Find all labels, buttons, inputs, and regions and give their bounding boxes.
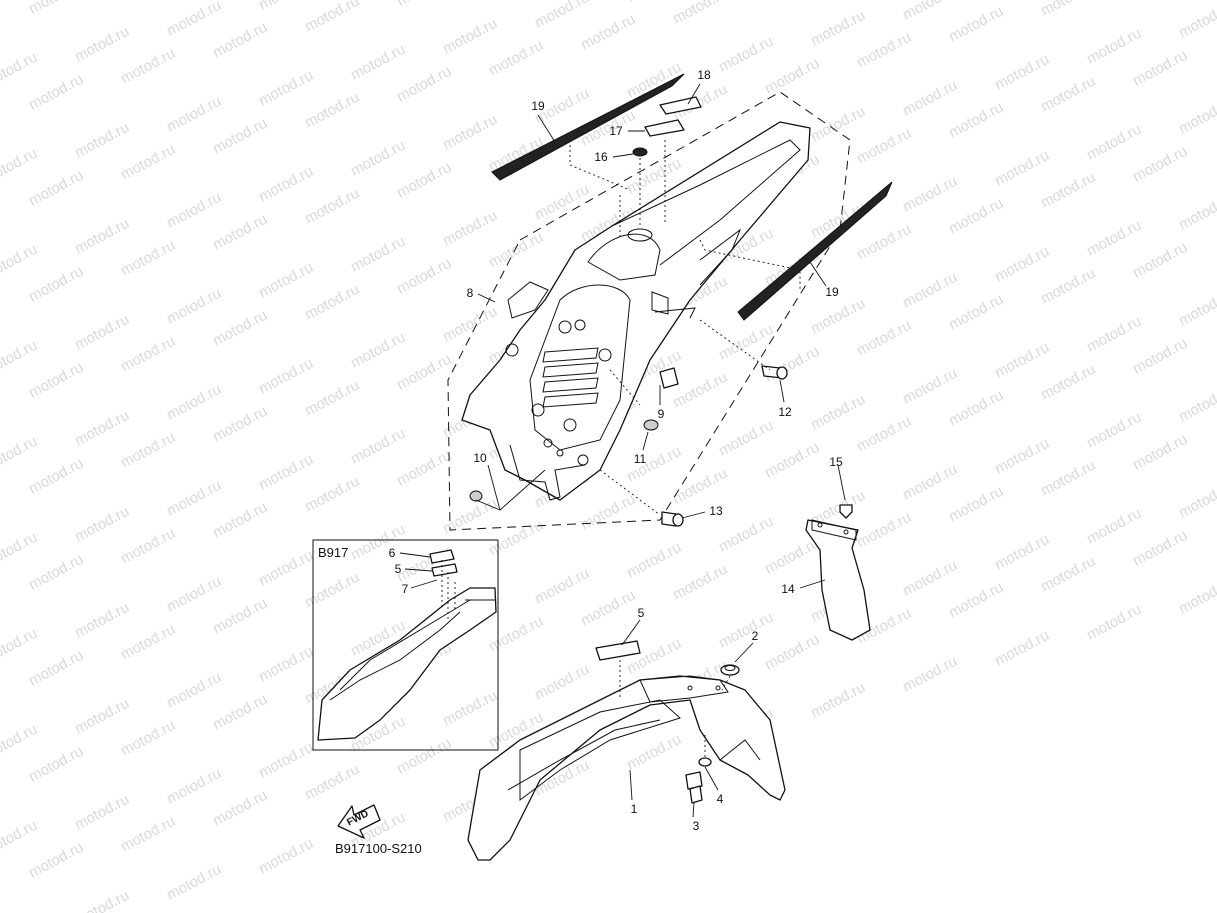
part-4-washer[interactable] — [698, 757, 712, 767]
part-2-grommet[interactable] — [720, 664, 740, 676]
part-19-decal-left[interactable] — [491, 73, 685, 181]
callout-5: 5 — [638, 606, 645, 620]
inset-front-fender — [317, 587, 497, 741]
rear-fender-group-outline — [447, 91, 851, 531]
part-9-clip[interactable] — [659, 367, 679, 389]
callout-1: 1 — [631, 802, 638, 816]
leader-lines — [399, 83, 846, 818]
fwd-arrow — [337, 804, 381, 839]
part-18-plate[interactable] — [659, 96, 702, 115]
rear-fender[interactable] — [461, 121, 811, 501]
callout-labels: 19 18 17 16 8 19 12 9 11 10 13 15 14 2 5… — [318, 68, 843, 856]
part-16-grommet[interactable] — [632, 147, 648, 157]
part-11-grommet[interactable] — [643, 419, 659, 431]
inset-label: B917 — [318, 545, 348, 560]
part-13-bolt[interactable] — [661, 511, 684, 527]
callout-3: 3 — [693, 819, 700, 833]
part-10-grommet[interactable] — [469, 490, 483, 502]
callout-15: 15 — [829, 455, 843, 469]
part-15-screw[interactable] — [839, 504, 853, 519]
callout-4: 4 — [717, 792, 724, 806]
callout-10: 10 — [473, 451, 487, 465]
callout-8: 8 — [467, 286, 474, 300]
callout-9: 9 — [658, 407, 665, 421]
callout-5-inset: 5 — [395, 562, 402, 576]
callout-6: 6 — [389, 546, 396, 560]
callout-13: 13 — [709, 504, 723, 518]
part-3-bolt[interactable] — [685, 771, 703, 804]
callout-16: 16 — [594, 150, 608, 164]
callout-11: 11 — [634, 452, 647, 466]
inset-part-6 — [429, 549, 455, 564]
callout-18: 18 — [697, 68, 711, 82]
part-1-front-fender[interactable] — [467, 675, 786, 861]
callout-14: 14 — [781, 582, 795, 596]
diagram-code: B917100-S210 — [335, 841, 422, 856]
callout-7: 7 — [402, 582, 409, 596]
inset-part-5 — [431, 563, 458, 577]
callout-17: 17 — [609, 124, 623, 138]
callout-19-right: 19 — [825, 285, 839, 299]
callout-2: 2 — [752, 629, 759, 643]
callout-12: 12 — [778, 405, 792, 419]
part-14-mud-flap[interactable] — [805, 519, 871, 641]
callout-19-left: 19 — [531, 99, 545, 113]
part-17-plate[interactable] — [644, 119, 685, 137]
part-19-decal-right[interactable] — [737, 181, 893, 321]
part-12-bolt[interactable] — [761, 365, 788, 380]
inset-frame — [312, 539, 499, 751]
